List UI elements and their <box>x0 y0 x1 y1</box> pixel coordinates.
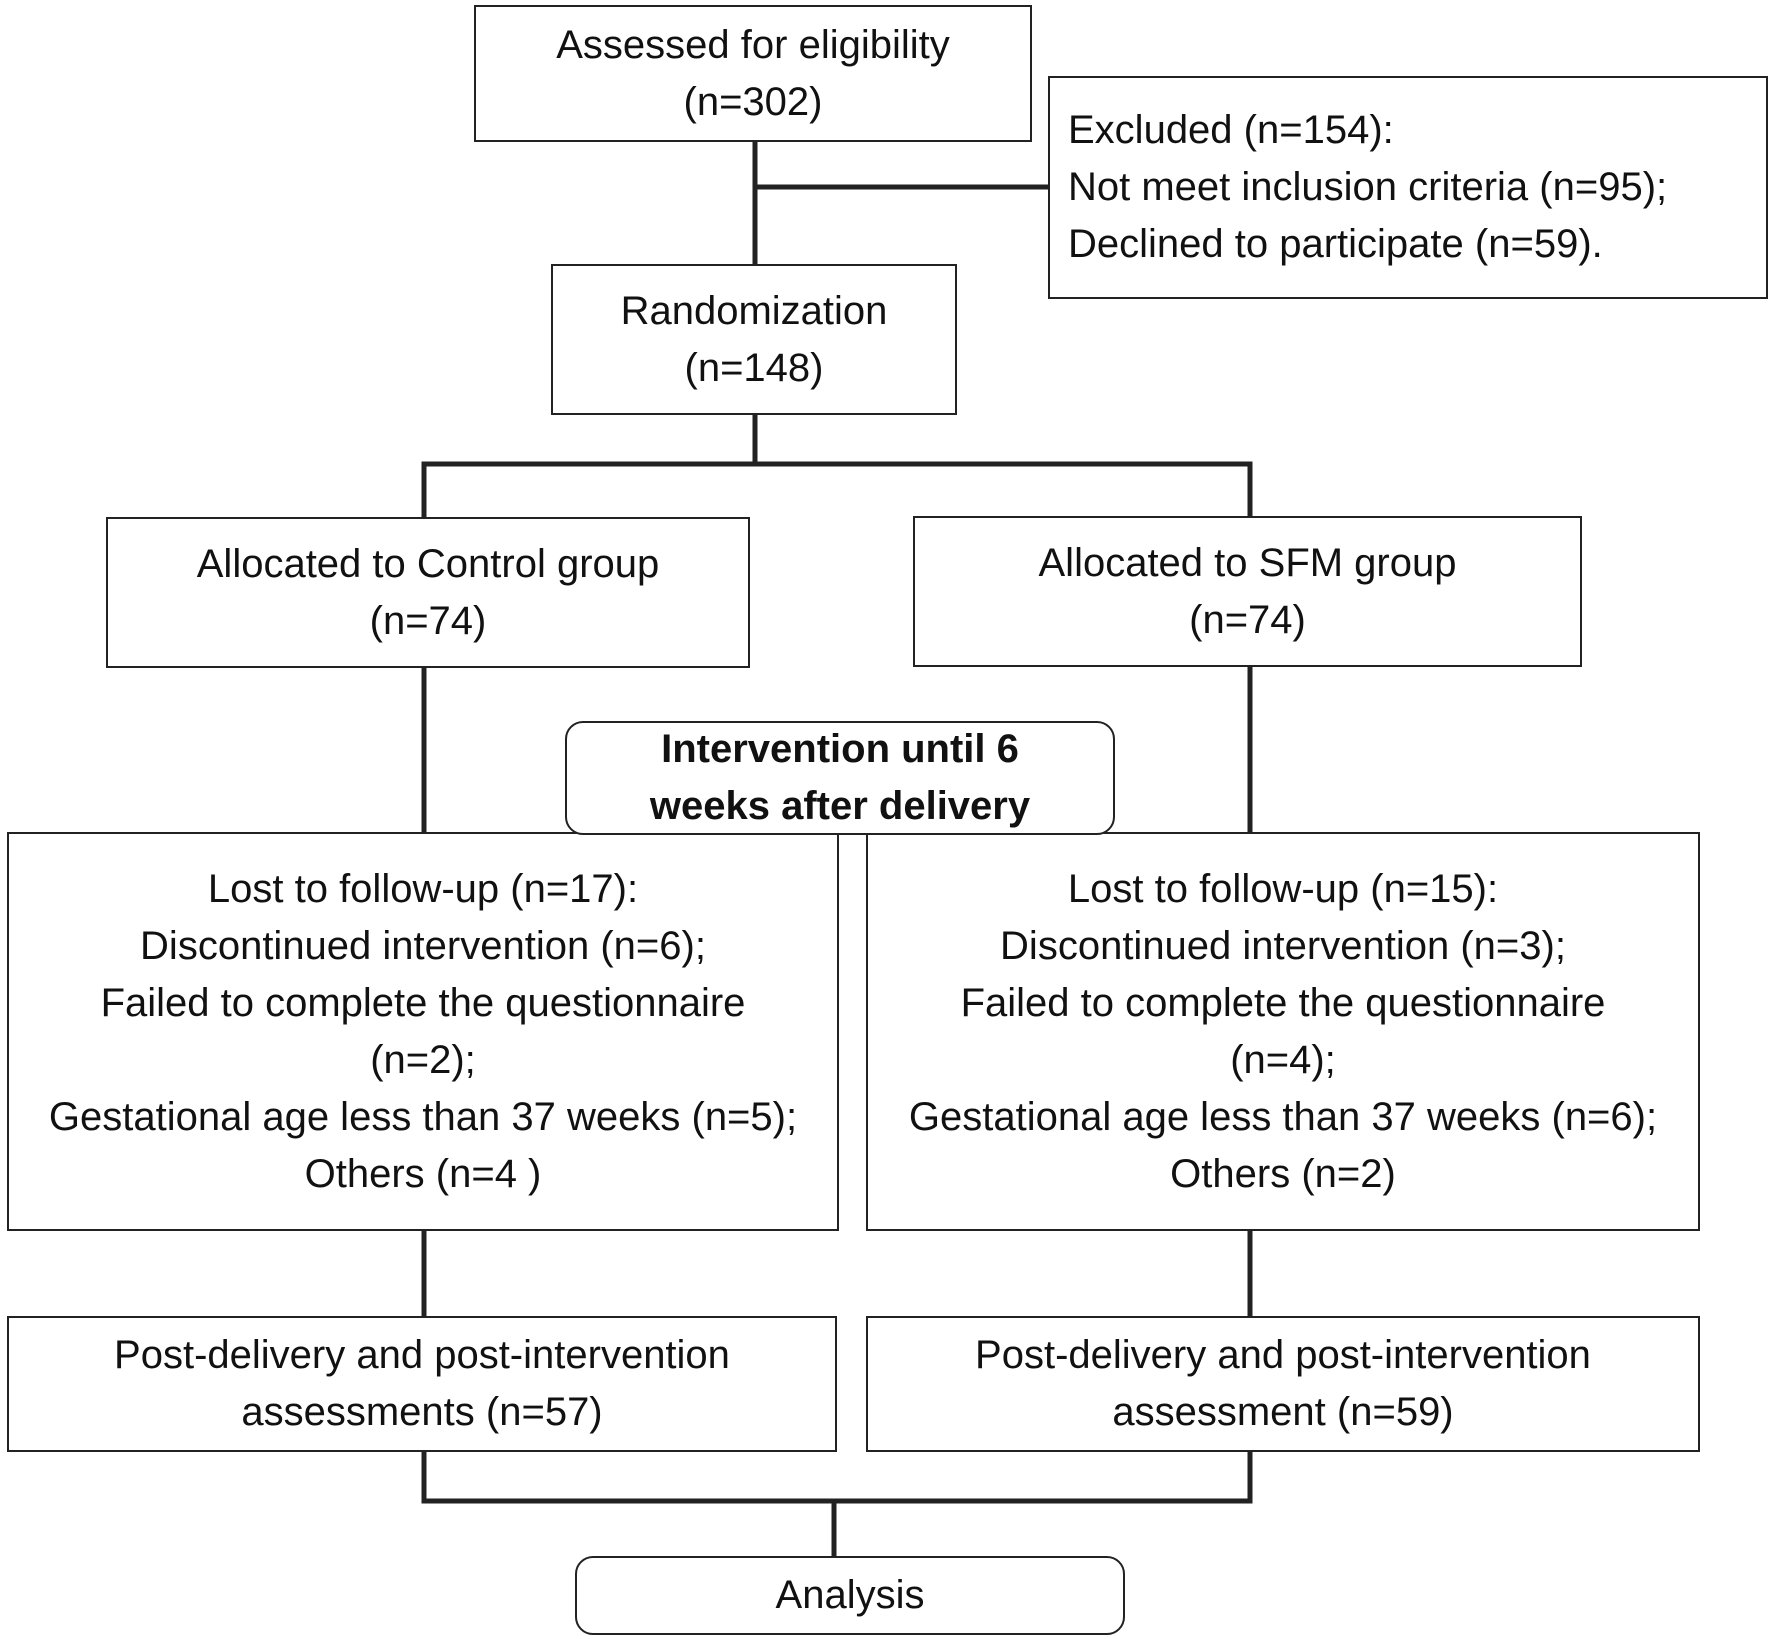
sfm-lost-line-5: Gestational age less than 37 weeks (n=6)… <box>908 1094 1658 1139</box>
excluded-line-2: Not meet inclusion criteria (n=95); <box>1068 165 1668 209</box>
control-post-line-2: assessments (n=57) <box>241 1390 603 1434</box>
sfm-lost-line-4: (n=4); <box>1230 1037 1336 1082</box>
excluded-box: Excluded (n=154): Not meet inclusion cri… <box>1048 76 1768 299</box>
randomization-box: Randomization (n=148) <box>551 264 957 415</box>
sfm-allocation-line-1: Allocated to SFM group <box>1038 540 1457 585</box>
intervention-box: Intervention until 6 weeks after deliver… <box>565 721 1115 835</box>
connector-merge <box>421 1450 1253 1504</box>
control-lost-line-4: (n=2); <box>370 1037 476 1082</box>
sfm-lost-line-1: Lost to follow-up (n=15): <box>1067 866 1499 911</box>
intervention-line-2: weeks after delivery <box>649 784 1031 828</box>
sfm-allocation-line-2: (n=74) <box>1189 597 1306 642</box>
assessed-box: Assessed for eligibility (n=302) <box>474 5 1032 142</box>
control-lost-line-1: Lost to follow-up (n=17): <box>207 866 639 911</box>
sfm-lost-line-3: Failed to complete the questionnaire <box>960 980 1606 1025</box>
assessed-line-2: (n=302) <box>683 79 823 124</box>
intervention-line-1: Intervention until 6 <box>661 727 1019 771</box>
excluded-line-3: Declined to participate (n=59). <box>1068 222 1603 266</box>
sfm-allocation-box: Allocated to SFM group (n=74) <box>913 516 1582 667</box>
control-allocation-line-2: (n=74) <box>369 598 487 643</box>
control-post-box: Post-delivery and post-intervention asse… <box>7 1316 837 1452</box>
control-lost-line-6: Others (n=4 ) <box>304 1151 542 1196</box>
sfm-post-line-1: Post-delivery and post-intervention <box>975 1333 1591 1377</box>
excluded-line-1: Excluded (n=154): <box>1068 108 1394 152</box>
control-lost-box: Lost to follow-up (n=17): Discontinued i… <box>7 832 839 1231</box>
sfm-post-line-2: assessment (n=59) <box>1112 1390 1454 1434</box>
control-post-line-1: Post-delivery and post-intervention <box>114 1333 730 1377</box>
randomization-line-2: (n=148) <box>684 345 824 390</box>
randomization-line-1: Randomization <box>620 288 888 333</box>
sfm-lost-line-6: Others (n=2) <box>1170 1151 1396 1196</box>
analysis-line-1: Analysis <box>775 1573 925 1617</box>
sfm-lost-line-2: Discontinued intervention (n=3); <box>1000 923 1566 968</box>
control-lost-line-5: Gestational age less than 37 weeks (n=5)… <box>48 1094 798 1139</box>
analysis-box: Analysis <box>575 1556 1125 1635</box>
control-allocation-line-1: Allocated to Control group <box>196 541 660 586</box>
sfm-lost-box: Lost to follow-up (n=15): Discontinued i… <box>866 832 1700 1231</box>
control-lost-line-2: Discontinued intervention (n=6); <box>140 923 706 968</box>
control-allocation-box: Allocated to Control group (n=74) <box>106 517 750 668</box>
assessed-line-1: Assessed for eligibility <box>556 22 950 67</box>
control-lost-line-3: Failed to complete the questionnaire <box>100 980 746 1025</box>
sfm-post-box: Post-delivery and post-intervention asse… <box>866 1316 1700 1452</box>
connector-split-branches <box>421 461 1253 517</box>
